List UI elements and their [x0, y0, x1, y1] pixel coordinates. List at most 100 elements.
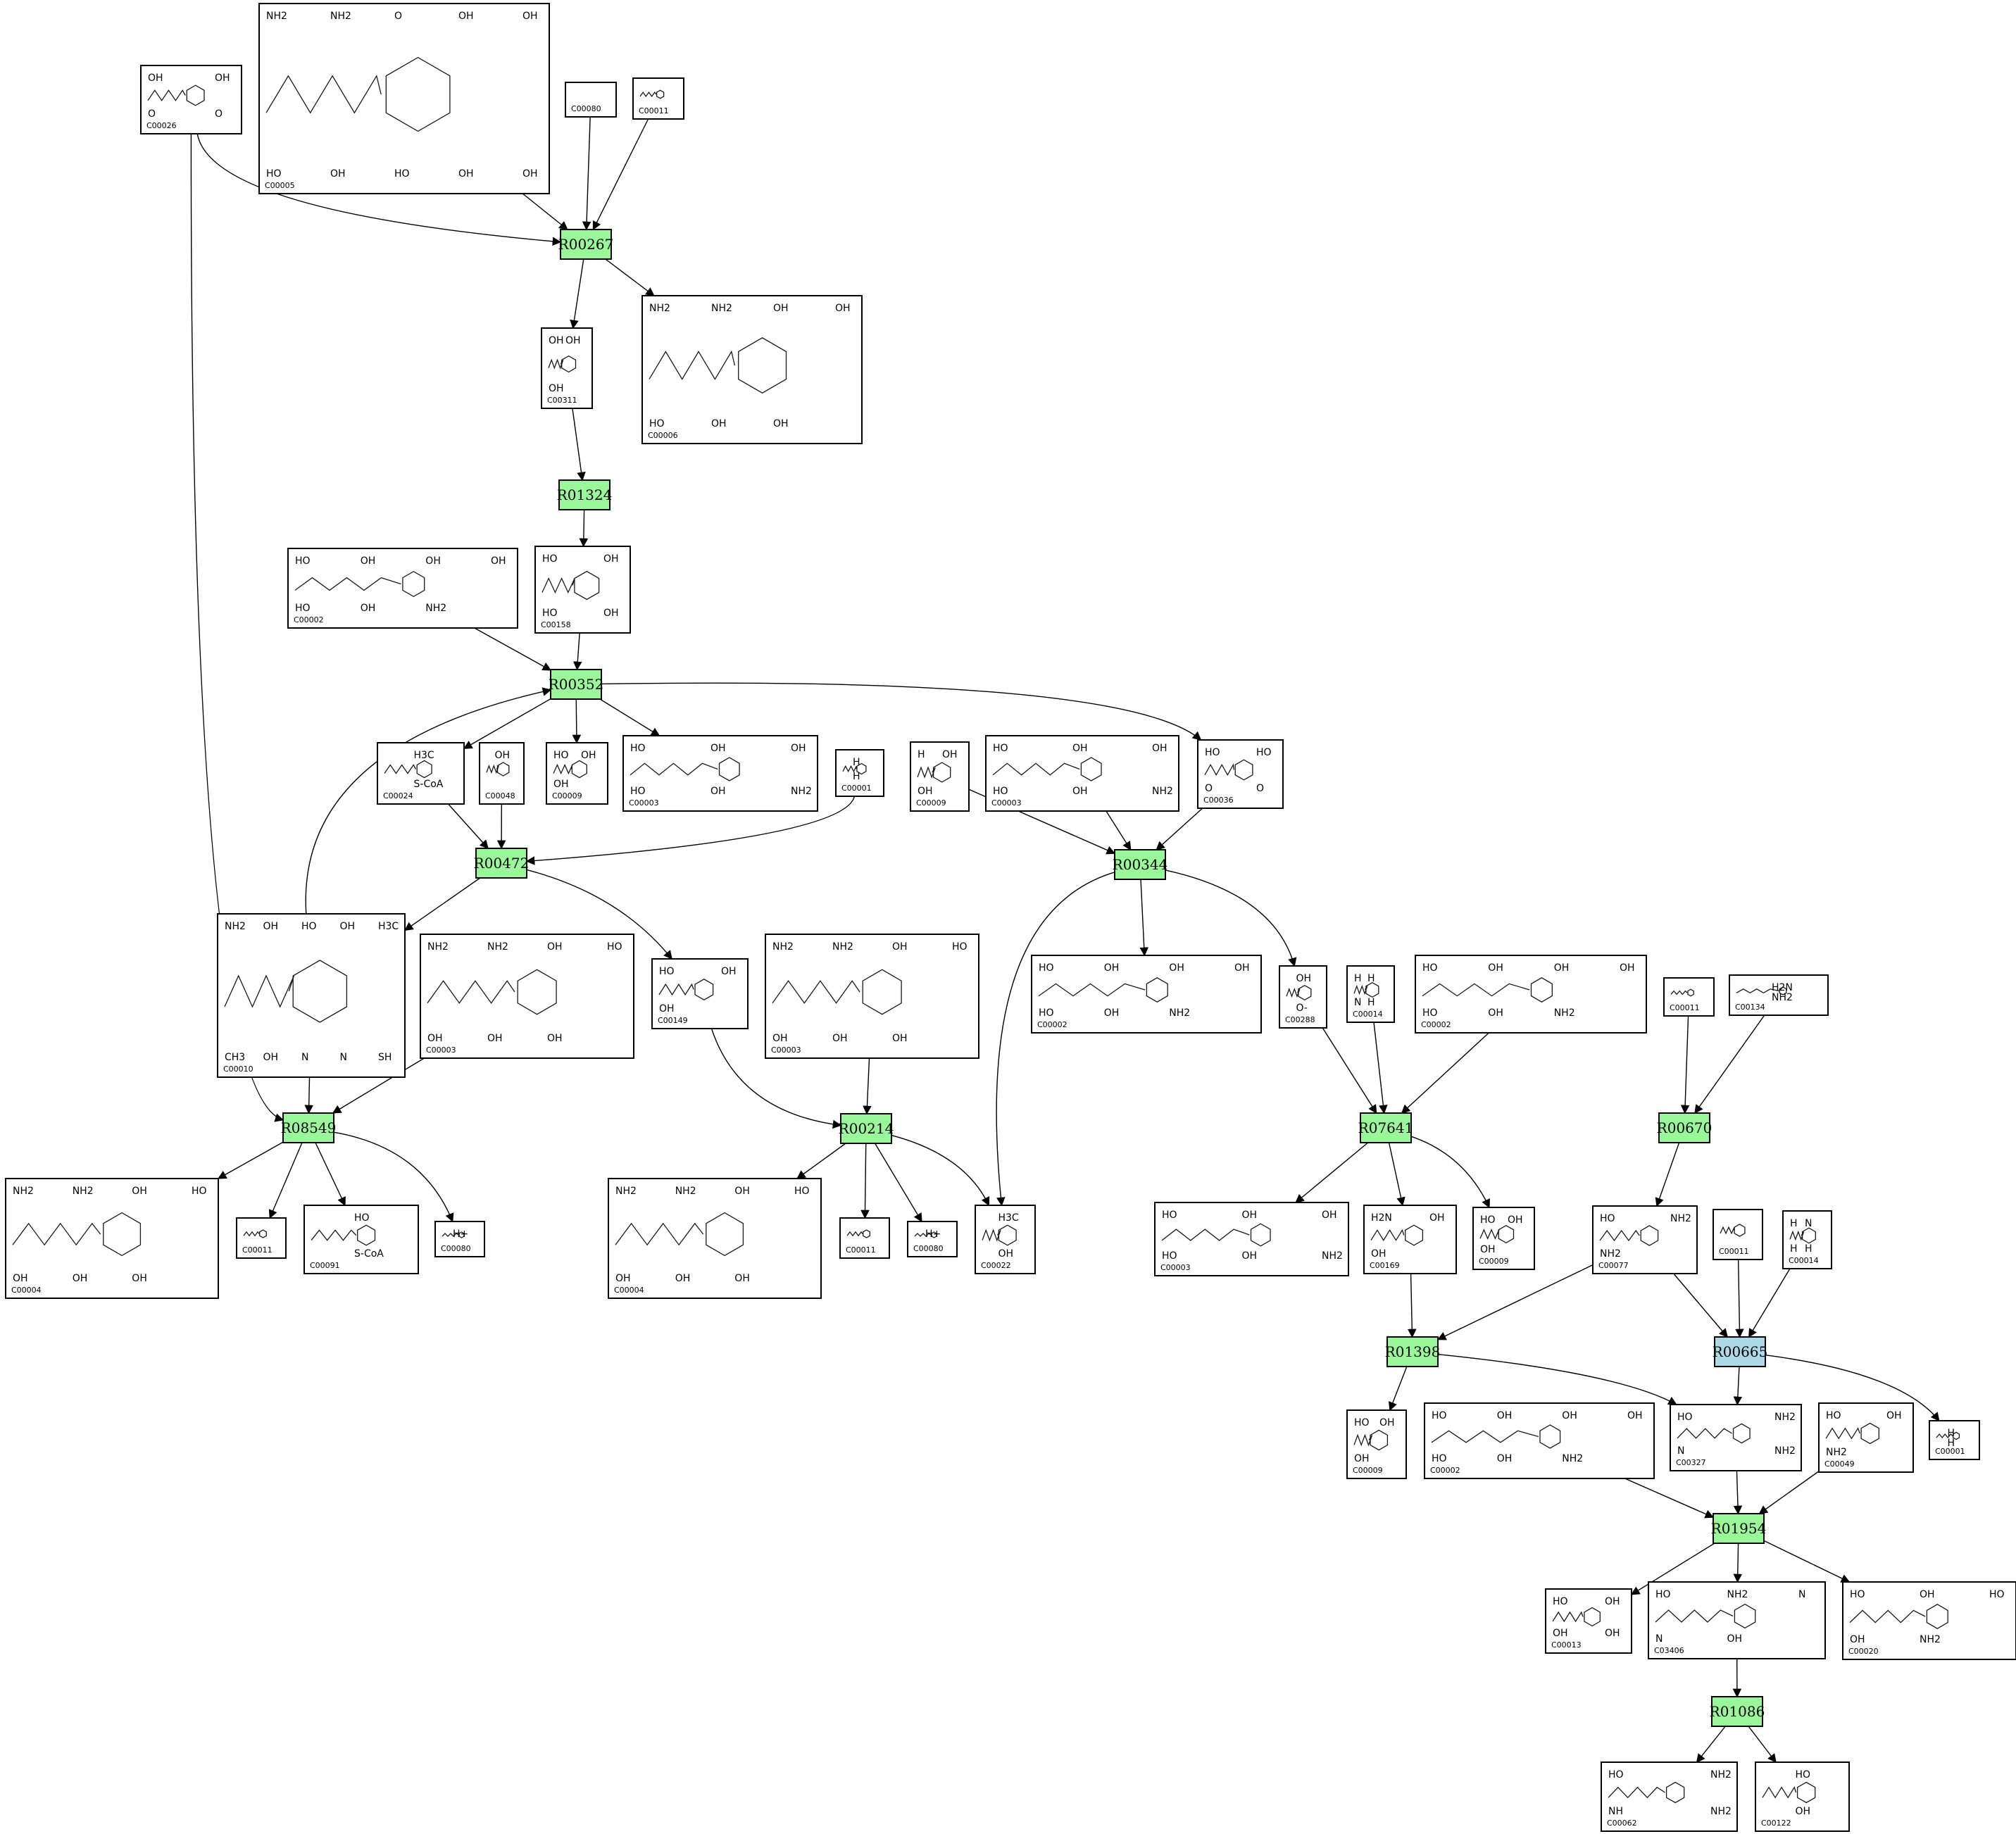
molecule-ring: [1234, 759, 1253, 781]
compound-id-label: C00011: [242, 1245, 273, 1255]
reaction-R00665[interactable]: R00665: [1713, 1336, 1768, 1367]
reaction-R00344[interactable]: R00344: [1113, 849, 1168, 880]
reaction-R00352[interactable]: R00352: [549, 669, 604, 700]
atom-label: H: [1805, 1243, 1812, 1255]
atom-label: O: [148, 108, 156, 120]
atom-label: HO: [1480, 1214, 1496, 1226]
molecule-ring: [1953, 1431, 1960, 1440]
atom-label: HO: [1039, 1007, 1054, 1019]
atom-label: OH: [1322, 1210, 1337, 1221]
molecule-ring: [863, 1229, 870, 1238]
reaction-R00472[interactable]: R00472: [474, 848, 530, 879]
atom-label: NH2: [1826, 1447, 1847, 1458]
edge-R08549-c29: [315, 1142, 346, 1207]
reaction-R00267[interactable]: R00267: [558, 229, 614, 260]
edge-c19-R00214: [710, 1028, 842, 1129]
reaction-R08549[interactable]: R08549: [281, 1112, 337, 1143]
compound-C00080[interactable]: C00080: [565, 82, 617, 118]
compound-id-label: C00080: [441, 1244, 471, 1253]
edge-c13-R00472: [525, 796, 856, 865]
compound-box: [541, 327, 593, 409]
compound-id-label: C00080: [913, 1244, 944, 1253]
compound-C00080[interactable]: H+C00080: [434, 1221, 485, 1257]
atom-label: OH: [1104, 1007, 1120, 1019]
reaction-R01324[interactable]: R01324: [557, 479, 613, 510]
compound-C00011[interactable]: C00011: [839, 1217, 890, 1259]
molecule-ring: [1640, 1225, 1659, 1246]
atom-label: SH: [378, 1052, 392, 1063]
edge-c9-R00472: [448, 803, 489, 849]
molecule-ring: [1687, 988, 1694, 997]
atom-label: OH: [1605, 1628, 1620, 1639]
reaction-R00670[interactable]: R00670: [1657, 1112, 1713, 1143]
atom-label: NH2: [1710, 1769, 1732, 1780]
compound-C00011[interactable]: C00011: [632, 77, 684, 120]
compound-id-label: C00327: [1676, 1458, 1706, 1467]
compound-C00011[interactable]: C00011: [1713, 1209, 1763, 1260]
compound-id-label: C00005: [265, 181, 295, 190]
compound-id-label: C00002: [1037, 1020, 1068, 1029]
molecule-ring: [738, 337, 787, 394]
compound-C00011[interactable]: C00011: [1663, 977, 1715, 1017]
atom-label: OH: [835, 303, 851, 314]
atom-label: OH: [1488, 1007, 1503, 1019]
reaction-R01398[interactable]: R01398: [1385, 1336, 1441, 1367]
molecule-chain: [1677, 1428, 1733, 1439]
reaction-R07641[interactable]: R07641: [1358, 1112, 1414, 1143]
atom-label: OH: [1605, 1596, 1620, 1607]
edge-R00267-c5: [570, 258, 584, 329]
reaction-R01954[interactable]: R01954: [1711, 1513, 1767, 1544]
compound-C00011[interactable]: C00011: [236, 1217, 287, 1259]
reaction-R00214[interactable]: R00214: [839, 1113, 894, 1144]
compound-box: [1346, 965, 1395, 1023]
compound-id-label: C00011: [846, 1245, 876, 1255]
molecule-ring: [1298, 984, 1312, 1001]
compound-C00080[interactable]: H+C00080: [907, 1221, 958, 1257]
edge-R07641-c37: [1410, 1136, 1490, 1209]
compound-C00288[interactable]: OHO-C00288: [1279, 965, 1327, 1029]
reaction-R01086[interactable]: R01086: [1710, 1696, 1765, 1727]
atom-label: NH2: [225, 921, 246, 932]
